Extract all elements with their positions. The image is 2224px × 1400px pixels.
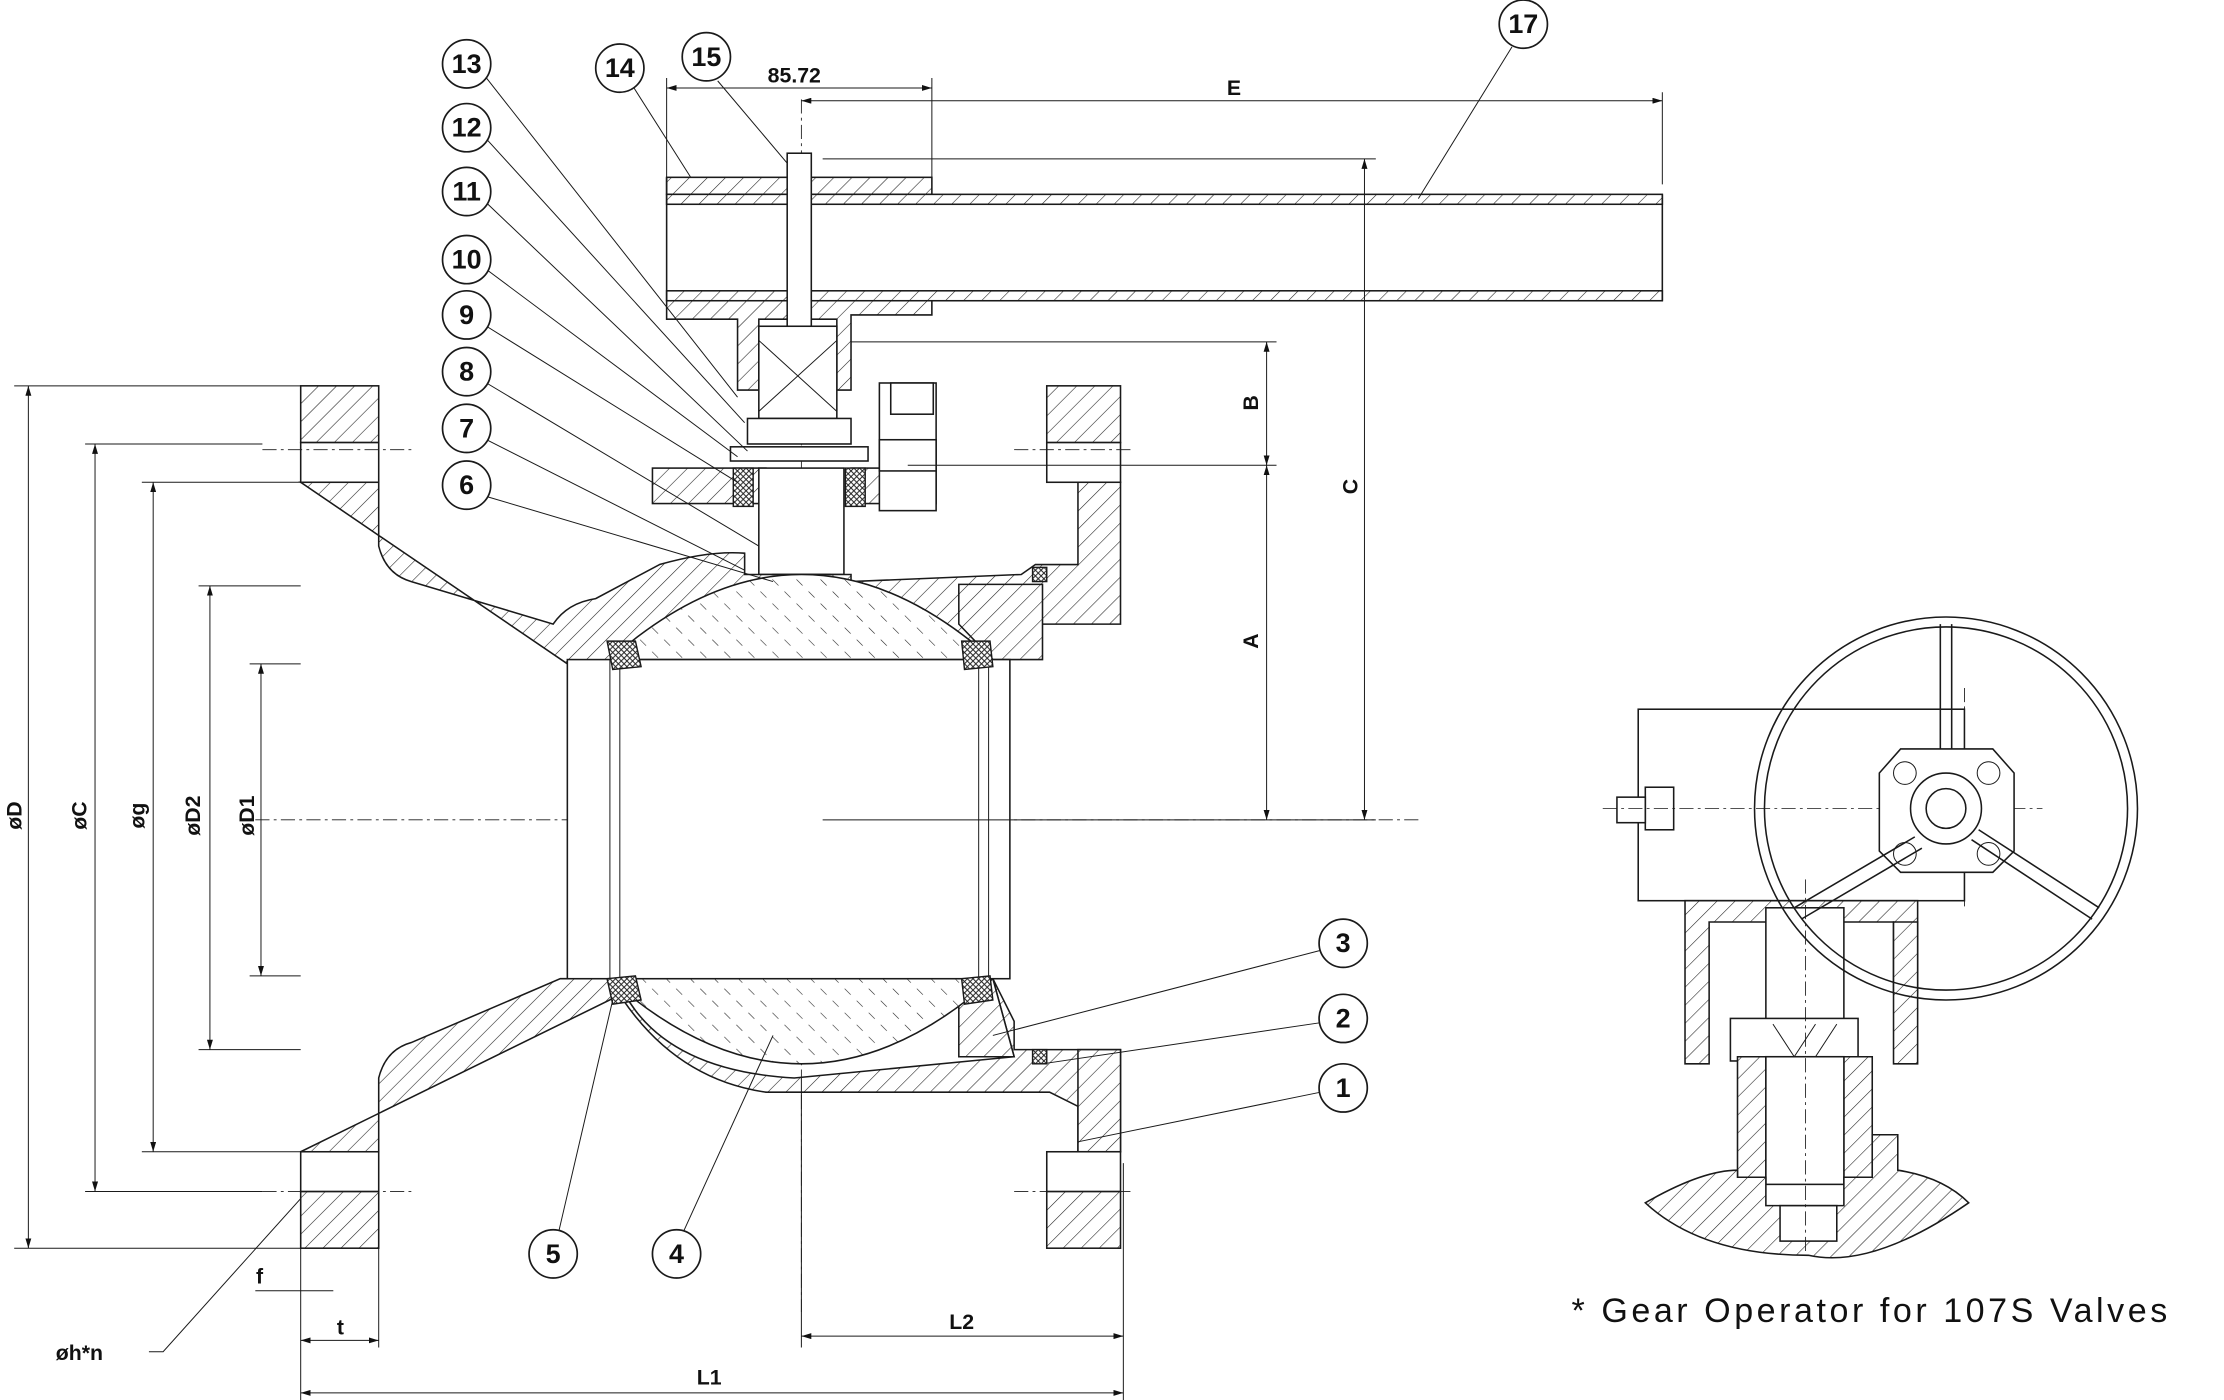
dim-D2: øD2: [181, 796, 205, 836]
dim-handle-offset: 85.72: [768, 63, 821, 87]
svg-text:5: 5: [546, 1239, 561, 1269]
dim-h-n: øh*n: [56, 1341, 103, 1365]
svg-text:15: 15: [691, 42, 721, 72]
balloon-2: 2: [1318, 993, 1369, 1044]
svg-text:1: 1: [1336, 1073, 1351, 1103]
balloon-14: 14: [594, 43, 645, 94]
stem: [758, 467, 845, 576]
svg-text:9: 9: [459, 300, 474, 330]
svg-text:3: 3: [1336, 928, 1351, 958]
balloon-12: 12: [441, 102, 492, 153]
balloon-17: 17: [1498, 0, 1549, 50]
balloon-4: 4: [651, 1228, 702, 1279]
dim-C: C: [1338, 479, 1362, 494]
balloon-9: 9: [441, 289, 492, 340]
ball-bottom: [607, 977, 995, 1065]
dim-D: øD: [2, 801, 26, 829]
ball-top: [607, 573, 995, 661]
packing-left: [732, 467, 754, 508]
washer: [729, 446, 869, 462]
svg-text:17: 17: [1508, 9, 1538, 39]
svg-text:8: 8: [459, 357, 474, 387]
balloon-15: 15: [681, 31, 732, 82]
packing-right: [844, 467, 866, 508]
svg-text:13: 13: [452, 49, 482, 79]
gear-operator-caption: * Gear Operator for 107S Valves: [1572, 1292, 2171, 1330]
gear-operator: [1602, 616, 2139, 1259]
svg-text:7: 7: [459, 413, 474, 443]
stem-nut: [746, 417, 852, 445]
dim-g: øg: [126, 803, 150, 829]
svg-text:2: 2: [1336, 1003, 1351, 1033]
balloon-8: 8: [441, 346, 492, 397]
dim-f: f: [256, 1265, 264, 1289]
bore: [566, 658, 1011, 980]
svg-text:11: 11: [452, 177, 480, 207]
dim-D1: øD1: [235, 795, 259, 835]
seat-right: [960, 640, 994, 671]
dim-t: t: [337, 1316, 344, 1340]
dim-L2: L2: [949, 1310, 974, 1334]
balloon-1: 1: [1318, 1062, 1369, 1113]
seat-left: [606, 640, 642, 671]
svg-text:14: 14: [605, 53, 635, 83]
balloon-3: 3: [1318, 918, 1369, 969]
svg-text:10: 10: [452, 245, 482, 275]
dim-E: E: [1227, 76, 1241, 100]
dim-L1: L1: [697, 1365, 722, 1389]
svg-text:12: 12: [452, 113, 482, 143]
balloon-5: 5: [528, 1228, 579, 1279]
stem-sleeve: [758, 325, 838, 420]
balloon-11: 11: [441, 166, 492, 217]
balloon-6: 6: [441, 460, 492, 511]
dim-B: B: [1239, 395, 1263, 410]
svg-text:6: 6: [459, 470, 474, 500]
balloon-7: 7: [441, 403, 492, 454]
balloon-13: 13: [441, 38, 492, 89]
dim-C-dia: øC: [68, 801, 92, 829]
svg-text:4: 4: [669, 1239, 684, 1269]
balloon-10: 10: [441, 234, 492, 285]
dim-A: A: [1239, 633, 1263, 648]
dimensions: [14, 78, 1663, 1400]
